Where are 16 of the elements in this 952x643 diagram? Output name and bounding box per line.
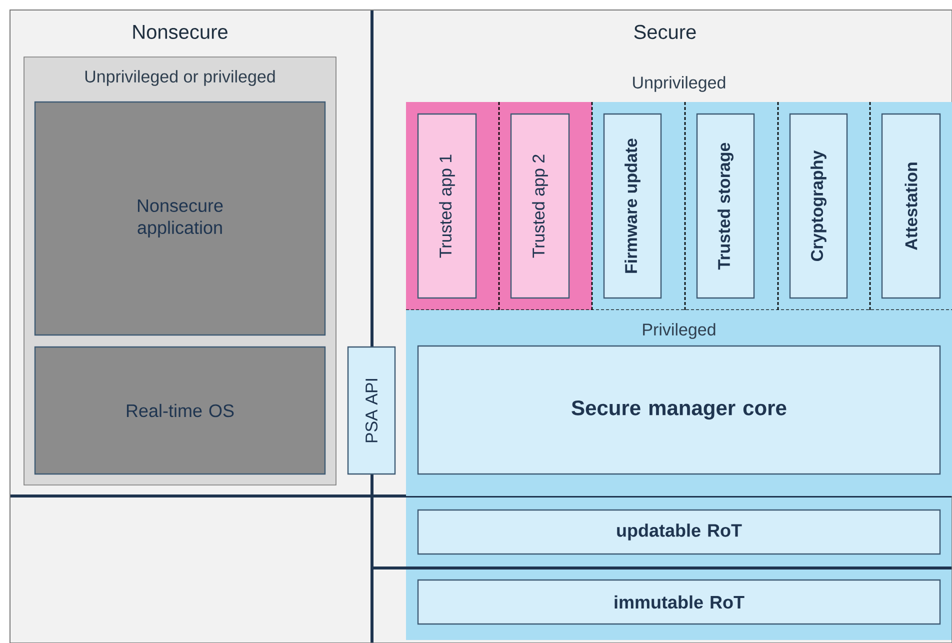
- service-box: Trusted app 1: [417, 113, 477, 299]
- node-label: Privileged: [643, 323, 716, 339]
- service-box: Firmware update: [603, 113, 662, 299]
- layer-box: updatable RoT: [417, 509, 941, 555]
- layer-box: immutable RoT: [417, 579, 941, 625]
- service-box: Attestation: [881, 113, 941, 299]
- layer-box: Secure manager core: [417, 345, 941, 475]
- layer-box: Nonsecure application: [34, 101, 326, 336]
- service-box: Cryptography: [789, 113, 848, 299]
- region-title: Nonsecure: [133, 25, 228, 39]
- service-box: PSA API: [347, 346, 396, 475]
- service-box: Trusted storage: [696, 113, 755, 299]
- layer-box: Real-time OS: [34, 346, 326, 475]
- node-label: Unprivileged: [633, 76, 726, 92]
- region-title: Secure: [634, 24, 696, 40]
- service-box: Trusted app 2: [510, 113, 570, 299]
